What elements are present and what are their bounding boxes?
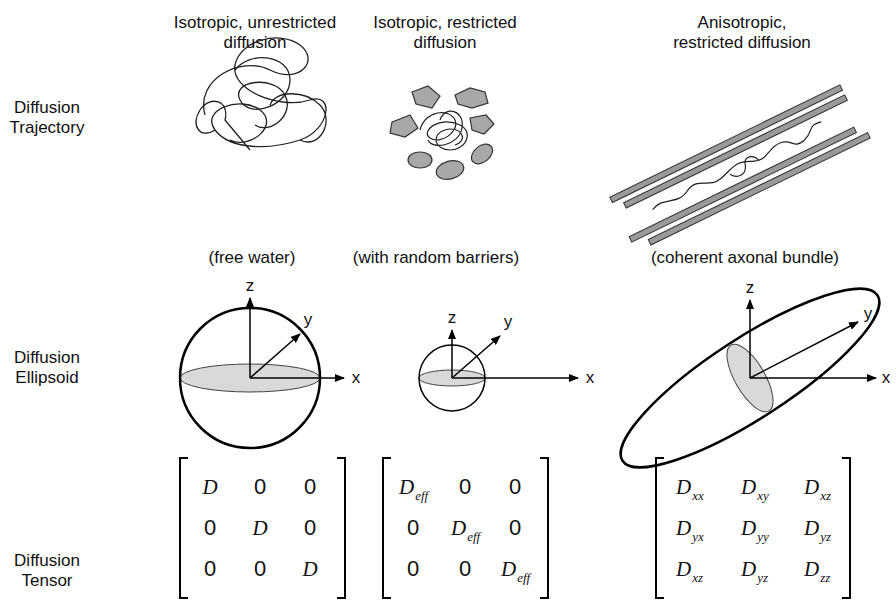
tensor-element: D	[252, 518, 267, 539]
tensor-element: D	[676, 518, 691, 539]
axis-label: x	[882, 368, 891, 388]
tensor-zero: 0	[304, 476, 316, 498]
axis-label: y	[504, 312, 513, 332]
tensor-zero: 0	[204, 517, 216, 539]
tensor-element: D	[451, 518, 466, 539]
subscript: xz	[692, 571, 703, 584]
caption-note: (coherent axonal bundle)	[651, 248, 839, 268]
tensor-zero: 0	[407, 517, 419, 539]
tensor-element: D	[804, 559, 819, 580]
tensor-element: D	[804, 518, 819, 539]
subscript: xx	[692, 489, 704, 502]
axis-label: z	[246, 276, 255, 296]
restricted-trajectory	[420, 111, 467, 150]
subscript: yx	[692, 530, 704, 543]
tensor-element: D	[676, 559, 691, 580]
tensor-zero: 0	[509, 517, 521, 539]
row-header: Diffusion Trajectory	[7, 98, 88, 139]
axis-label: x	[352, 368, 361, 388]
axis-label: x	[586, 368, 595, 388]
subscript: xy	[757, 489, 769, 502]
barriers	[390, 86, 496, 182]
tensor-zero: 0	[304, 517, 316, 539]
tensor-element: D	[676, 477, 691, 498]
tensor-element: D	[399, 477, 414, 498]
ellipsoid-anisotropic	[601, 262, 896, 495]
caption-note: (free water)	[209, 248, 296, 268]
subscript: xz	[820, 489, 831, 502]
subscript: yy	[757, 530, 769, 543]
row-header: Diffusion Tensor	[11, 551, 83, 592]
column-header: Isotropic, restricted diffusion	[373, 13, 517, 54]
tensor-zero: 0	[204, 558, 216, 580]
sphere-restricted	[419, 330, 578, 411]
axis-label: y	[864, 304, 873, 324]
column-header: Anisotropic, restricted diffusion	[670, 13, 814, 54]
tensor-element: D	[302, 559, 317, 580]
caption-note: (with random barriers)	[353, 248, 519, 268]
sphere-free	[180, 298, 344, 448]
tensor-zero: 0	[509, 476, 521, 498]
tensor-zero: 0	[459, 558, 471, 580]
free-trajectory	[196, 38, 326, 150]
subscript: eff	[467, 530, 480, 543]
row-header: Diffusion Ellipsoid	[11, 348, 83, 389]
matrix-brackets	[180, 458, 850, 598]
tensor-element: D	[804, 477, 819, 498]
axon-bundle	[610, 83, 870, 252]
tensor-zero: 0	[254, 476, 266, 498]
column-header: Isotropic, unrestricted diffusion	[174, 13, 337, 54]
axis-label: y	[304, 310, 313, 330]
subscript: eff	[415, 489, 428, 502]
tensor-element: D	[741, 518, 756, 539]
subscript: eff	[517, 571, 530, 584]
tensor-element: D	[741, 559, 756, 580]
axis-label: z	[448, 308, 457, 328]
tensor-element: D	[741, 477, 756, 498]
subscript: yz	[820, 530, 831, 543]
subscript: zz	[820, 571, 830, 584]
tensor-element: D	[202, 477, 217, 498]
tensor-zero: 0	[407, 558, 419, 580]
tensor-zero: 0	[459, 476, 471, 498]
axis-label: z	[746, 278, 755, 298]
tensor-zero: 0	[254, 558, 266, 580]
subscript: yz	[757, 571, 768, 584]
tensor-element: D	[501, 559, 516, 580]
